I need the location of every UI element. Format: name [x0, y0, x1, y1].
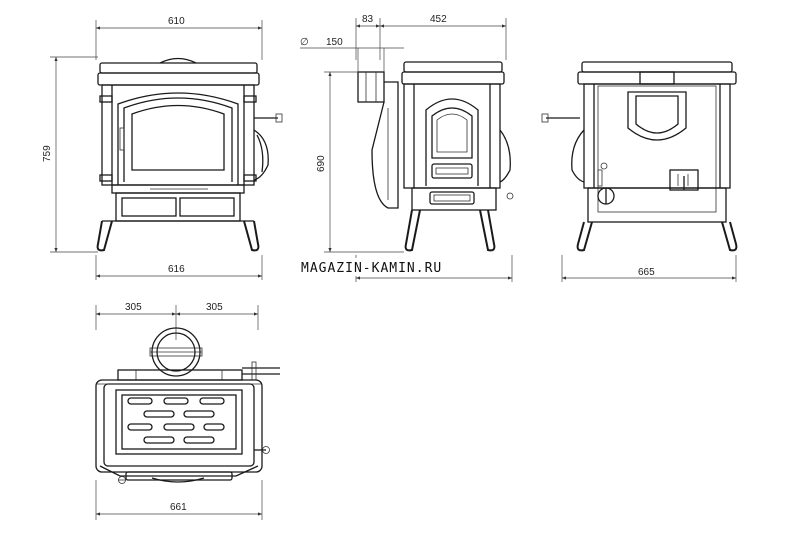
back-view: 665 [541, 61, 738, 282]
top-width-bottom-label: 661 [170, 502, 187, 513]
side-diameter-label: 150 [326, 37, 343, 48]
top-view: 305 305 [95, 302, 280, 520]
front-width-bottom-label: 616 [168, 264, 185, 275]
watermark-bg [298, 258, 502, 276]
side-offset-label: 83 [362, 14, 374, 25]
side-depth-top-label: 452 [430, 14, 447, 25]
top-half-right-label: 305 [206, 302, 223, 313]
front-view: 610 616 759 [42, 16, 283, 280]
back-width-bottom-label: 665 [638, 267, 655, 278]
front-height-label: 759 [42, 145, 53, 162]
front-width-top-label: 610 [168, 16, 185, 27]
diameter-symbol: ∅ [300, 37, 309, 48]
top-half-left-label: 305 [125, 302, 142, 313]
side-view: 83 452 ∅ 150 690 567 [300, 14, 514, 282]
watermark-text: MAGAZIN-KAMIN.RU [301, 261, 442, 276]
side-height-label: 690 [316, 155, 327, 172]
